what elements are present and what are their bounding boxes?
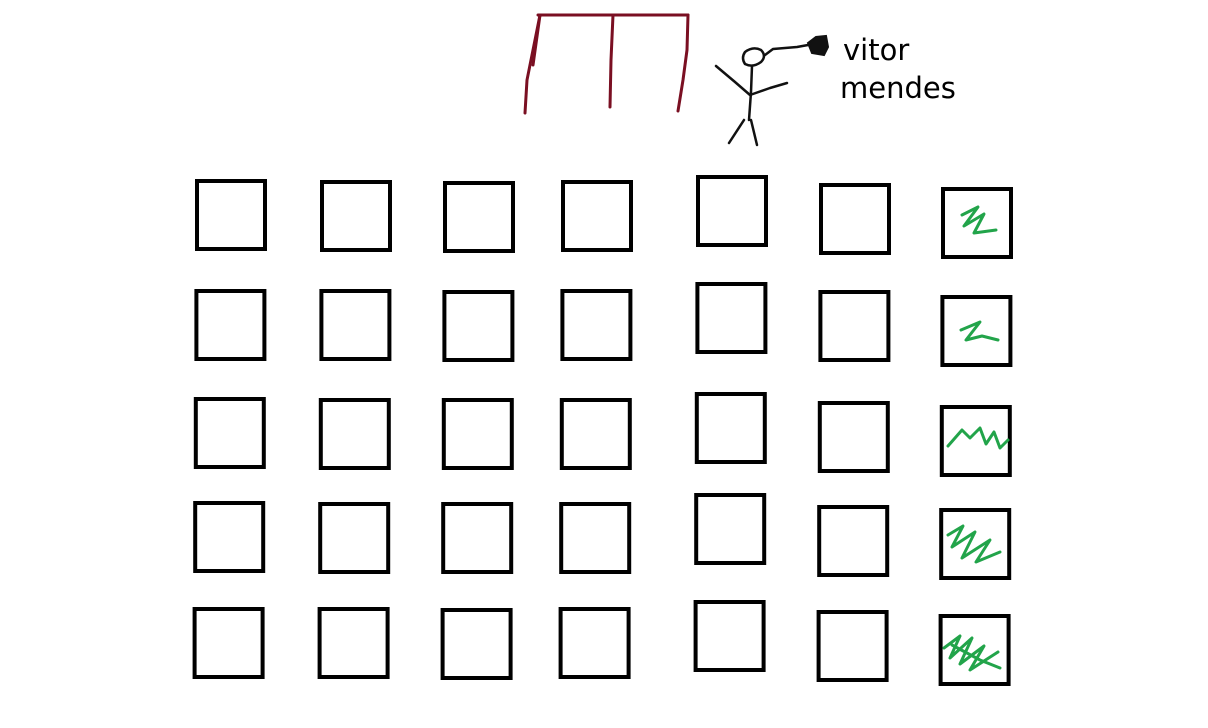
grid-box [193, 397, 266, 469]
green-scribble-icon [946, 426, 1010, 450]
green-scribble-icon [946, 524, 1002, 564]
presenter-figure-icon [714, 43, 810, 147]
annotation-line-1: vitor [843, 33, 909, 67]
grid-box [194, 289, 267, 361]
annotation-line-2: mendes [840, 71, 956, 105]
green-scribble-icon [959, 320, 1000, 342]
green-scribble-icon [960, 205, 998, 235]
grid-box [560, 289, 633, 361]
grid-box [695, 282, 768, 354]
grid-box [441, 398, 514, 470]
grid-box [816, 610, 889, 682]
grid-box [320, 180, 392, 252]
grid-box [561, 180, 633, 252]
grid-box [559, 398, 632, 470]
grid-box [694, 392, 767, 464]
grid-box [559, 502, 632, 574]
speech-pointer-icon [806, 34, 830, 57]
grid-box [318, 398, 391, 470]
grid-box [696, 175, 768, 247]
grid-box [819, 183, 891, 255]
grid-box [693, 600, 766, 672]
grid-box [558, 607, 631, 679]
green-scribble-icon [942, 634, 1002, 672]
grid-box [817, 505, 890, 577]
grid-box [319, 289, 392, 361]
grid-box [938, 614, 1011, 686]
grid-box [318, 502, 391, 574]
grid-box [818, 290, 891, 362]
box-grid [192, 175, 1013, 686]
grid-box [441, 502, 514, 574]
grid-box [817, 401, 890, 473]
grid-box [440, 608, 513, 680]
grid-box [192, 607, 265, 679]
grid-box [443, 181, 515, 253]
grid-box [694, 493, 767, 565]
grid-box [195, 179, 267, 251]
grid-box [939, 508, 1012, 580]
grid-box [941, 187, 1013, 259]
grid-box [317, 607, 390, 679]
grid-box [442, 290, 515, 362]
grid-box [940, 295, 1013, 367]
stand-icon [523, 13, 690, 115]
grid-box [193, 501, 266, 573]
grid-box [939, 405, 1012, 477]
